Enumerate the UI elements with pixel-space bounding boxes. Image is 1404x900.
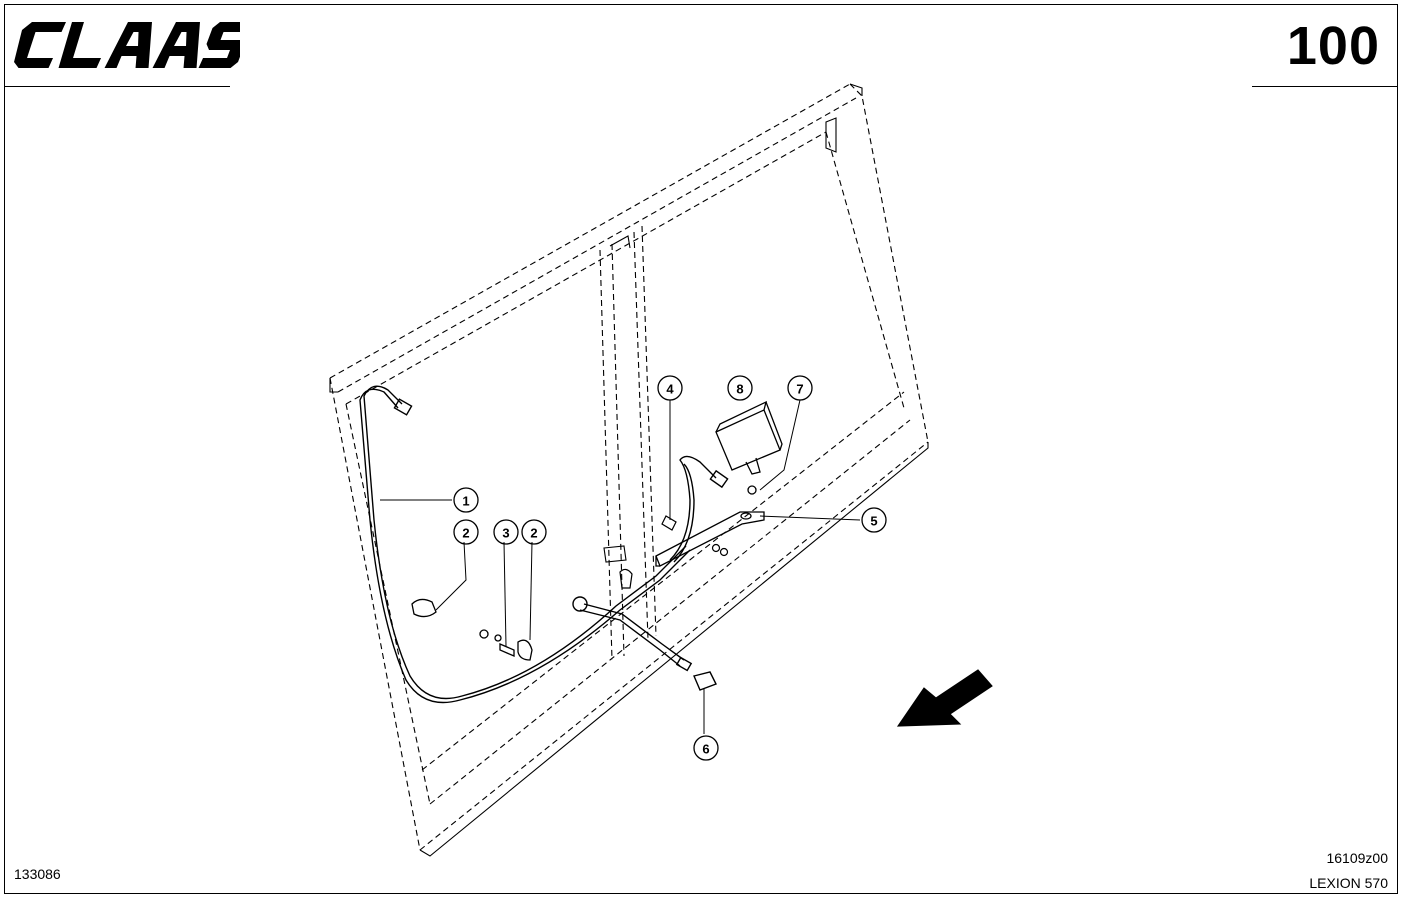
callout-5-label: 5: [870, 514, 877, 529]
claas-logo: [14, 22, 240, 68]
header-rule-left: [4, 86, 230, 87]
callout-6-circle: [693, 735, 719, 761]
lower-cable-connector: [572, 596, 717, 691]
callout-1-circle: [453, 487, 479, 513]
callout-2b-label: 2: [530, 526, 537, 541]
callout-2b-circle: [521, 519, 547, 545]
callout-7-circle: [787, 375, 813, 401]
wire-harness: [359, 385, 691, 704]
callout-1-label: 1: [462, 494, 469, 509]
cable-clamps: [411, 598, 533, 661]
callout-3-circle: [493, 519, 519, 545]
leader-lines: [380, 399, 861, 734]
panel-solid-edges: [329, 83, 929, 857]
lamp-cable: [669, 455, 729, 563]
panel-frame: [329, 83, 929, 851]
drawing-number: 133086: [14, 866, 61, 882]
callout-3-label: 3: [502, 526, 509, 541]
callout-7-label: 7: [796, 382, 803, 397]
model-name: LEXION 570: [1309, 875, 1388, 891]
callout-2a-label: 2: [462, 526, 469, 541]
direction-arrow: [896, 669, 993, 727]
callout-5-circle: [861, 507, 887, 533]
callout-6-label: 6: [702, 742, 709, 757]
callout-4-circle: [657, 375, 683, 401]
callout-8-label: 8: [736, 382, 743, 397]
lamp-bracket: [655, 511, 765, 567]
callout-circles: [453, 375, 887, 761]
drawing-code: 16109z00: [1326, 850, 1388, 866]
callout-2a-circle: [453, 519, 479, 545]
page-frame: [4, 4, 1398, 894]
callout-8-circle: [727, 375, 753, 401]
header-rule-right: [1252, 86, 1398, 87]
work-lamp: [715, 400, 783, 495]
fasteners: [619, 515, 729, 589]
callout-4-label: 4: [666, 382, 674, 397]
page-number: 100: [1286, 16, 1380, 76]
